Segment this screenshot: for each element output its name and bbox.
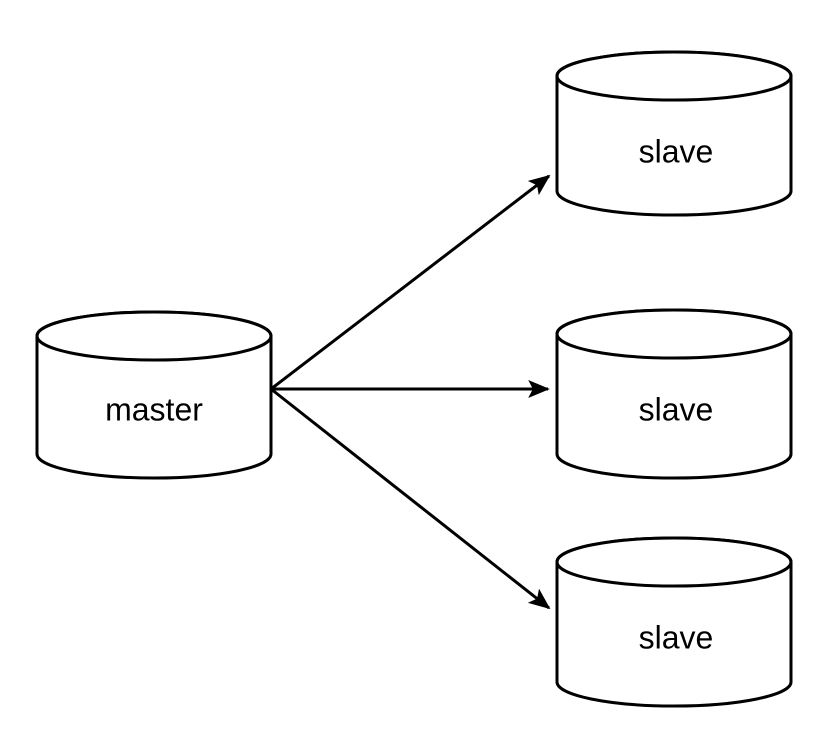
node-label-slave-2: slave: [639, 391, 714, 427]
node-slave-3[interactable]: slave: [555, 536, 793, 708]
node-label-slave-1: slave: [639, 133, 714, 169]
slave-1-cylinder-top: [555, 50, 793, 102]
edge-master-to-slave-3[interactable]: [270, 387, 551, 610]
node-slave-1[interactable]: slave: [555, 50, 793, 217]
node-slave-2[interactable]: slave: [555, 308, 793, 480]
slave-3-cylinder-top: [555, 536, 793, 588]
edge-line-lower: [270, 387, 551, 610]
slave-2-cylinder-top: [555, 308, 793, 360]
node-master[interactable]: master: [35, 310, 273, 480]
master-cylinder-top: [35, 310, 273, 362]
node-label-slave-3: slave: [639, 619, 714, 655]
edge-line-upper: [270, 174, 551, 391]
node-label-master: master: [105, 391, 203, 427]
edge-master-to-slave-1[interactable]: [270, 174, 551, 391]
